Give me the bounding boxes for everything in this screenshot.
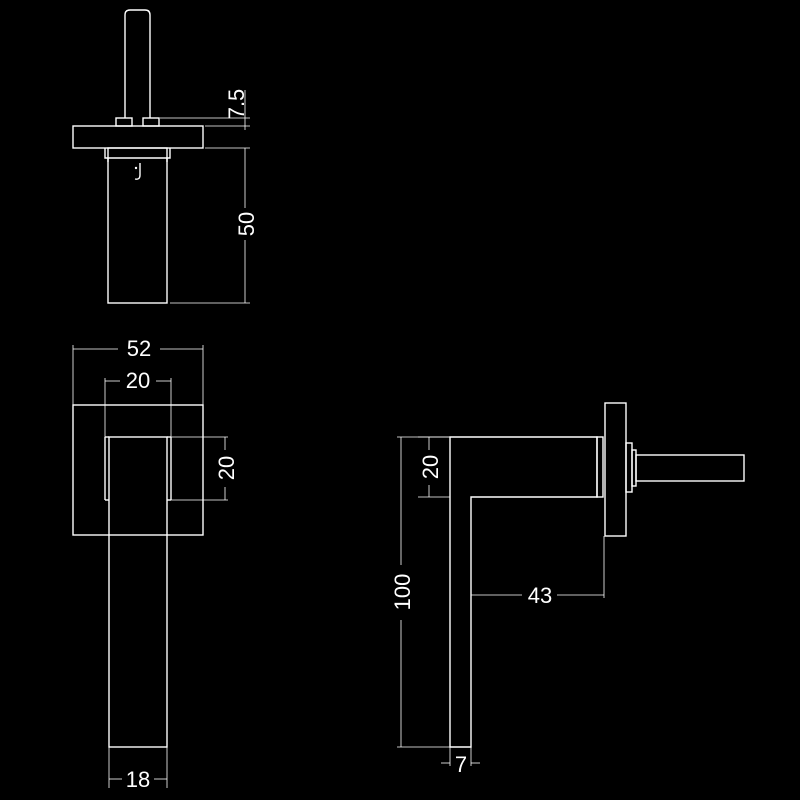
dim-neck-width: 20 [126, 368, 150, 393]
neck-collar-side [596, 436, 604, 498]
dim-neck-length: 50 [234, 212, 259, 236]
spindle [124, 9, 151, 118]
dim-lever-height-side: 20 [418, 455, 443, 479]
neck-body [107, 147, 168, 304]
top-view: 7.5 50 [72, 9, 259, 304]
dim-rose-width: 52 [127, 336, 151, 361]
dim-neck-height: 20 [214, 456, 239, 480]
side-view: 20 100 43 7 [390, 402, 745, 777]
dim-lever-thickness: 7 [455, 752, 467, 777]
logo-dot [134, 166, 138, 170]
dim-spindle-offset: 7.5 [224, 89, 249, 120]
dim-lever-length: 100 [390, 574, 415, 611]
lever-front [108, 436, 168, 748]
front-view: 52 20 20 18 [72, 336, 239, 792]
rose-plate-front [72, 404, 204, 536]
dim-projection: 43 [528, 583, 552, 608]
dim-lever-width: 18 [126, 767, 150, 792]
logo-mark [134, 163, 141, 180]
spindle-side [635, 454, 745, 482]
